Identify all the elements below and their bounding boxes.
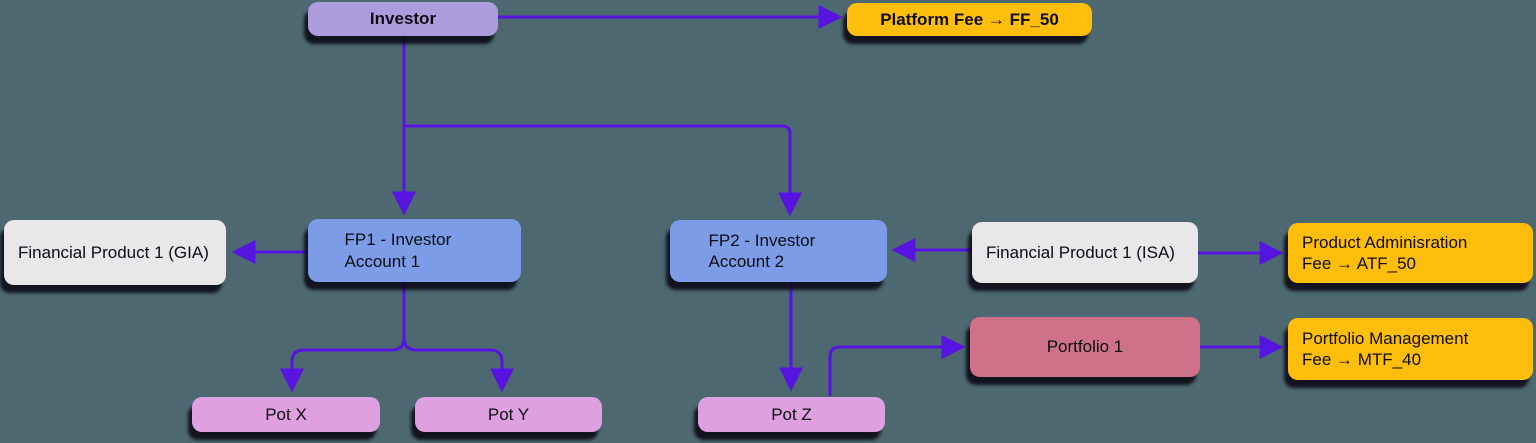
- node-label: Pot Y: [487, 404, 530, 424]
- node-label: Pot Z: [771, 404, 812, 424]
- node-portfolio-management-fee: Portfolio Management Fee → MTF_40: [1288, 318, 1533, 380]
- node-product-administration-fee: Product Adminisration Fee → ATF_50: [1288, 223, 1533, 283]
- node-pot-x: Pot X: [192, 397, 380, 432]
- node-label: Investor: [369, 9, 437, 29]
- node-pot-y: Pot Y: [415, 397, 602, 432]
- node-fp2-investor-account-2: FP2 - Investor Account 2: [670, 220, 887, 282]
- node-label: Portfolio 1: [1046, 337, 1124, 357]
- node-fp1-investor-account-1: FP1 - Investor Account 1: [308, 219, 521, 282]
- node-label: Platform Fee → FF_50: [880, 9, 1059, 29]
- node-label: Product Adminisration Fee → ATF_50: [1302, 232, 1468, 273]
- node-financial-product-isa: Financial Product 1 (ISA): [972, 222, 1198, 283]
- node-platform-fee: Platform Fee → FF_50: [847, 3, 1092, 36]
- node-label: Pot X: [265, 404, 307, 424]
- node-investor: Investor: [308, 2, 498, 36]
- node-portfolio-1: Portfolio 1: [970, 317, 1200, 377]
- node-label: Financial Product 1 (ISA): [986, 242, 1175, 262]
- edge-fp1-pot-y: [402, 282, 514, 393]
- node-label: FP2 - Investor Account 2: [708, 230, 816, 271]
- edge-pot-z-portfolio: [828, 335, 966, 396]
- node-label: Financial Product 1 (GIA): [18, 242, 209, 262]
- node-pot-z: Pot Z: [698, 397, 885, 432]
- node-label: FP1 - Investor Account 1: [344, 230, 452, 271]
- node-label: Portfolio Management Fee → MTF_40: [1302, 328, 1469, 369]
- node-financial-product-gia: Financial Product 1 (GIA): [4, 220, 226, 285]
- edge-fp1-pot-x: [280, 282, 406, 393]
- edge-investor-fp2: [404, 124, 802, 217]
